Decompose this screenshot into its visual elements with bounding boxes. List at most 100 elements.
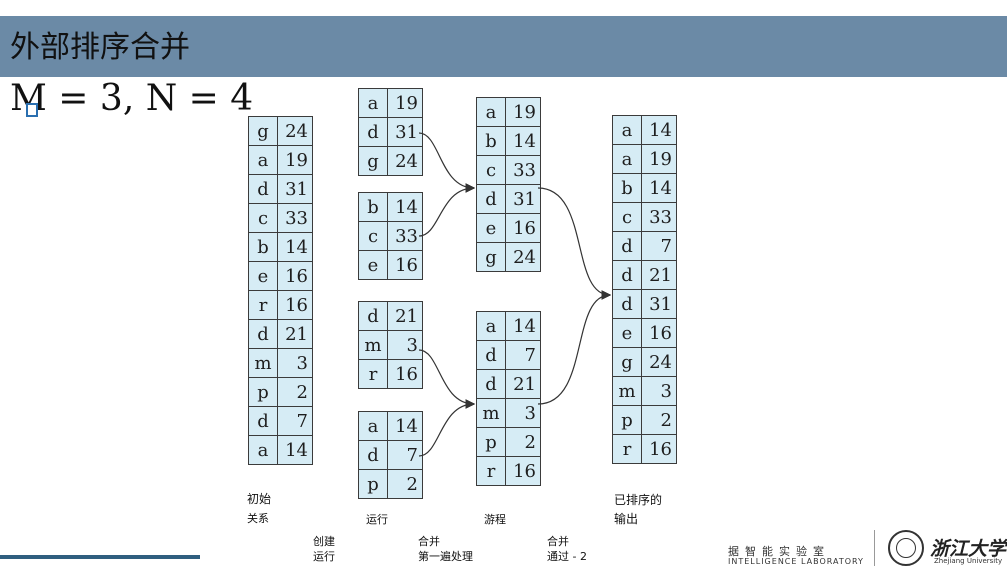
label-line: 合并 (418, 535, 440, 548)
record-value: 16 (277, 290, 313, 320)
record-key: d (476, 369, 506, 399)
record-value: 24 (505, 242, 541, 272)
record-value: 14 (641, 173, 677, 203)
record-key: p (476, 427, 506, 457)
record-key: a (476, 97, 506, 127)
seal-inner-ring (896, 538, 916, 558)
record-value: 33 (641, 202, 677, 232)
record-value: 33 (387, 221, 423, 251)
initial-relation-label: 初始 关系 (247, 490, 271, 528)
label-line: 初始 (247, 492, 272, 506)
record-value: 14 (505, 311, 541, 341)
arrow-merged2-to-output (537, 290, 612, 405)
university-seal-icon (888, 530, 924, 566)
record-value: 14 (277, 435, 313, 465)
record-key: d (358, 440, 388, 470)
merge-pass1-label: 合并 第一遍处理 (418, 534, 473, 564)
record-value: 3 (505, 398, 541, 428)
record-key: d (476, 184, 506, 214)
record-key: d (612, 231, 642, 261)
record-value: 2 (277, 377, 313, 407)
arrow-run3-to-merged2 (418, 349, 476, 409)
record-key: a (612, 115, 642, 145)
record-value: 16 (387, 250, 423, 280)
arrow-merged1-to-output (537, 187, 612, 300)
label-line: 创建 (313, 535, 335, 548)
label-line: 输出 (614, 512, 639, 526)
record-value: 21 (641, 260, 677, 290)
record-value: 19 (505, 97, 541, 127)
record-value: 31 (277, 174, 313, 204)
record-key: p (612, 405, 642, 435)
bullet-icon (26, 103, 38, 117)
record-key: p (248, 377, 278, 407)
record-value: 14 (277, 232, 313, 262)
sorted-output-label: 已排序的 输出 (614, 491, 662, 529)
record-key: r (248, 290, 278, 320)
record-key: g (612, 347, 642, 377)
record-key: a (476, 311, 506, 341)
record-key: e (612, 318, 642, 348)
record-value: 19 (641, 144, 677, 174)
record-key: c (248, 203, 278, 233)
record-value: 14 (387, 411, 423, 441)
sweeps-label: 游程 (484, 513, 506, 526)
record-value: 21 (277, 319, 313, 349)
label-line: 第一遍处理 (418, 550, 473, 563)
record-key: c (612, 202, 642, 232)
record-value: 16 (505, 456, 541, 486)
record-value: 33 (277, 203, 313, 233)
record-key: r (476, 456, 506, 486)
record-key: r (358, 359, 388, 389)
record-key: r (612, 434, 642, 464)
record-value: 24 (277, 116, 313, 146)
record-key: d (612, 260, 642, 290)
arrow-run4-to-merged2 (418, 399, 476, 457)
record-value: 3 (641, 376, 677, 406)
record-value: 2 (505, 427, 541, 457)
record-key: e (476, 213, 506, 243)
record-value: 31 (387, 117, 423, 147)
label-line: 已排序的 (614, 493, 663, 507)
arrow-run1-to-merged1 (418, 132, 476, 193)
record-value: 21 (505, 369, 541, 399)
record-key: b (476, 126, 506, 156)
